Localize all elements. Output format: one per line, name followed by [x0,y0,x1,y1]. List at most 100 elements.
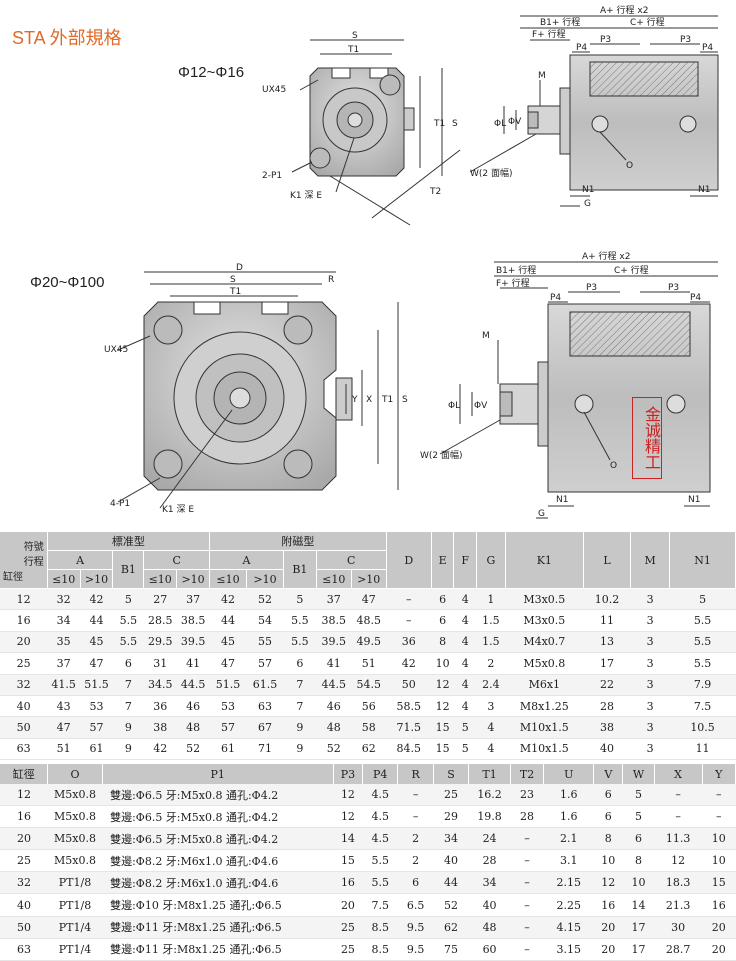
small-front-view [291,39,461,226]
dim-P3-right-large: P3 [668,283,679,293]
sub-le10: ≤10 [47,569,81,589]
table-cell: 10 [593,849,623,873]
table-cell: PT1/4 [47,938,103,961]
table-cell: 10.5 [669,716,736,739]
corner-header: 符號 行程 缸徑 [0,532,48,589]
table-cell: 5 [669,588,736,611]
table-cell: 9 [112,738,144,761]
table-cell: 48.5 [351,609,387,632]
table-cell: 16.2 [468,784,511,807]
label-k1-large: K1 深 E [162,504,194,515]
column-header: R [397,764,434,784]
table-cell: 34.5 [143,674,177,696]
table-cell: 42 [386,652,432,675]
table-cell: 61 [80,738,113,761]
table-cell: 44.5 [176,674,210,696]
sub-le10: ≤10 [209,569,247,589]
table-cell: 2 [397,849,434,873]
table-cell: 52 [246,588,284,611]
table-cell: 雙邊:Φ6.5 牙:M5x0.8 通孔:Φ4.2 [102,805,334,829]
table-cell: 47 [80,652,113,675]
table-cell: 57 [80,716,113,739]
table-cell: 7 [283,674,317,696]
corner-label-stroke: 行程 [23,556,44,568]
dim-P4-left-large: P4 [550,293,561,303]
table-cell: 54 [246,609,284,632]
label-p1-large: 4-P1 [110,499,130,509]
table-cell: 63 [246,695,284,718]
column-header: W [622,764,655,784]
corner-label-bore: 缸徑 [3,571,23,583]
table-cell: 20 [0,827,48,851]
dim-A-large: A+ 行程 x2 [582,250,630,262]
table-cell: 10 [431,652,454,675]
table-cell: 3 [630,609,670,632]
table-cell: 23 [510,784,544,807]
table-cell: 9 [283,716,317,739]
table-cell: 84.5 [386,738,432,761]
table-cell: M5x0.8 [47,827,103,851]
dim-N1-right-large: N1 [688,495,700,505]
dim-B1-large: B1+ 行程 [496,264,536,276]
table-cell: 14 [622,893,655,917]
table-cell: 11 [583,609,631,632]
dim-L-small: ΦL [494,119,506,129]
table-cell: 雙邊:Φ6.5 牙:M5x0.8 通孔:Φ4.2 [102,784,334,807]
table-cell: 40 [0,893,48,917]
table-cell: 4.15 [543,916,594,939]
table-cell: 40 [0,695,48,718]
table-cell: 4 [453,652,477,675]
table-cell: 5 [112,588,144,611]
dim-A-small: A+ 行程 x2 [600,4,648,16]
table-cell: 41 [316,652,352,675]
table-cell: 49.5 [351,631,387,654]
table-cell: 38 [143,716,177,739]
table-cell: 61.5 [246,674,284,696]
table-cell: 54.5 [351,674,387,696]
dim-F-small: F+ 行程 [532,28,566,40]
table-cell: 35 [47,631,81,654]
dim-V-large: ΦV [474,401,488,411]
col-B1-std: B1 [112,550,145,589]
table-cell: 5.5 [669,652,736,675]
col-N1: N1 [669,532,736,589]
table-cell: 28 [583,695,631,718]
dim-N1-right-small: N1 [698,185,710,195]
table-cell: 20 [333,893,363,917]
table-cell: 5.5 [112,631,144,654]
group-magnetic: 附磁型 [209,532,387,551]
table-cell: – [702,784,736,807]
label-O-large: O [610,461,617,471]
col-F: F [453,532,478,589]
table-cell: 8 [622,849,655,873]
table-cell: 34 [47,609,81,632]
table-cell: 12 [333,805,363,829]
column-header: O [47,764,103,784]
table-cell: 4 [453,631,477,654]
col-D: D [386,532,432,589]
table-cell: 44 [433,871,469,895]
table-cell: 43 [47,695,81,718]
table-cell: 7.9 [669,674,736,696]
table-cell: 7.5 [669,695,736,718]
table-cell: 45 [80,631,113,654]
table-cell: 雙邊:Φ8.2 牙:M6x1.0 通孔:Φ4.6 [102,871,334,895]
table-cell: – [386,588,432,611]
table-cell: 雙邊:Φ8.2 牙:M6x1.0 通孔:Φ4.6 [102,849,334,873]
table-cell: 28.5 [143,609,177,632]
table-cell: 8 [431,631,454,654]
column-header: U [543,764,595,784]
col-A-mag: A [209,550,284,570]
table-cell: 40 [433,849,469,873]
table-cell: 4.5 [362,805,398,829]
table-cell: 57 [246,652,284,675]
table-cell: 71.5 [386,716,432,739]
table-cell: 36 [386,631,432,654]
